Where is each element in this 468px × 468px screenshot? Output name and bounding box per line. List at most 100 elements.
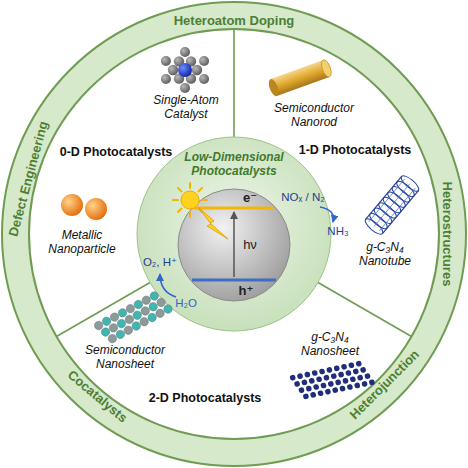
reactant-label: H₂O [175, 297, 197, 310]
nanotube-icon [363, 173, 421, 236]
product-label: NH₃ [327, 225, 348, 238]
nanoparticle [61, 194, 83, 216]
category-label: 0-D Photocatalysts [60, 145, 173, 159]
carbon-atom [180, 83, 190, 93]
excitation-arrow [233, 212, 235, 277]
lattice-atom [311, 370, 318, 377]
strategy-label: Cocatalysts [64, 368, 130, 426]
lattice-atom [328, 381, 335, 388]
lattice-atom [297, 373, 304, 380]
lattice-atom [298, 387, 305, 394]
material-label: g-C₃N₄ Nanotube [353, 241, 417, 269]
inner-disc [29, 29, 439, 439]
lattice-atom [361, 381, 368, 388]
metal-atom [178, 63, 192, 77]
material-label: Semiconductor Nanorod [268, 102, 360, 130]
center-title: Low-Dimensional Photocatalysts [172, 151, 296, 179]
carbon-atom [161, 56, 171, 66]
category-label: 2-D Photocatalysts [149, 391, 262, 405]
sun-ray [189, 183, 191, 188]
lattice-atom [345, 370, 352, 377]
lattice-atom [303, 393, 310, 400]
lattice-atom [313, 384, 320, 391]
lattice-atom [355, 360, 362, 367]
sun-ray [178, 208, 182, 212]
nanorod-icon [267, 59, 333, 98]
sun-ray [198, 188, 202, 192]
band-circle: e⁻ hν h⁺ [178, 189, 290, 301]
category-label: 1-D Photocatalysts [299, 143, 412, 157]
lattice-atom [320, 382, 327, 389]
tube-line [374, 184, 410, 227]
lattice-atom [289, 374, 296, 381]
single-atom-icon [161, 47, 209, 93]
center-circle [137, 137, 331, 331]
tube-line [379, 188, 415, 231]
lattice-atom [335, 379, 342, 386]
lattice-atom [341, 363, 348, 370]
divider-line [318, 283, 412, 337]
lattice-atom [342, 377, 349, 384]
divider-line [233, 30, 235, 137]
lattice-atom [162, 303, 173, 314]
strategy-label: Heterostructures [440, 182, 455, 287]
light-bolt [198, 207, 228, 239]
center-circle: Low-Dimensional Photocatalysts e⁻ hν h⁺ [137, 137, 331, 331]
lattice-atom [310, 391, 317, 398]
valence-band [192, 279, 276, 282]
semiconductor-nanosheet-icon [93, 287, 174, 347]
carbon-atom [199, 74, 209, 84]
lattice-atom [330, 373, 337, 380]
nanoparticle [85, 198, 107, 220]
lattice-atom [364, 373, 371, 380]
lattice-atom [301, 379, 308, 386]
material-label: Metallic Nanoparticle [40, 229, 124, 257]
lattice-atom [323, 374, 330, 381]
lattice-atom [294, 381, 301, 388]
lattice-atom [338, 371, 345, 378]
sun-ray [202, 199, 207, 201]
hole-label: h⁺ [239, 284, 254, 299]
lattice-atom [357, 374, 364, 381]
lattice-atom [308, 377, 315, 384]
carbon-atom [161, 74, 171, 84]
lattice-atom [304, 371, 311, 378]
lattice-atom [326, 367, 333, 374]
lattice-atom [316, 376, 323, 383]
conduction-band [194, 207, 274, 210]
reactant-label: NOₓ / N₂ [281, 191, 324, 204]
tube-line [369, 179, 405, 222]
lattice-atom [319, 368, 326, 375]
lattice-atom [317, 390, 324, 397]
sun-ray [178, 188, 182, 192]
lattice-atom [339, 385, 346, 392]
lattice-atom [354, 382, 361, 389]
strategy-label: Heterojunction [347, 347, 422, 422]
strategy-label: Heteroatom Doping [174, 14, 295, 29]
photon-label: hν [243, 238, 257, 253]
material-label: Semiconductor Nanosheet [79, 344, 171, 372]
oxidation-arrow [160, 274, 176, 297]
material-label: g-C₃N₄ Nanosheet [295, 331, 365, 359]
reduction-arrow [320, 207, 333, 222]
lattice-atom [348, 362, 355, 369]
lattice-atom [325, 388, 332, 395]
band-circle [178, 189, 290, 301]
lattice-atom [306, 385, 313, 392]
carbon-atom [192, 65, 202, 75]
sun-ray [189, 212, 191, 217]
carbon-atom [199, 56, 209, 66]
carbon-atom [168, 65, 178, 75]
lattice-atom [360, 367, 367, 374]
electron-label: e⁻ [243, 191, 257, 206]
lattice-atom [333, 365, 340, 372]
cn-nanosheet-icon [289, 358, 375, 401]
lattice-atom [347, 384, 354, 391]
lattice-atom [352, 368, 359, 375]
material-label: Single-Atom Catalyst [144, 94, 228, 122]
strategy-label: Defect Engineering [6, 120, 51, 238]
carbon-atom [180, 47, 190, 57]
lattice-atom [350, 376, 357, 383]
